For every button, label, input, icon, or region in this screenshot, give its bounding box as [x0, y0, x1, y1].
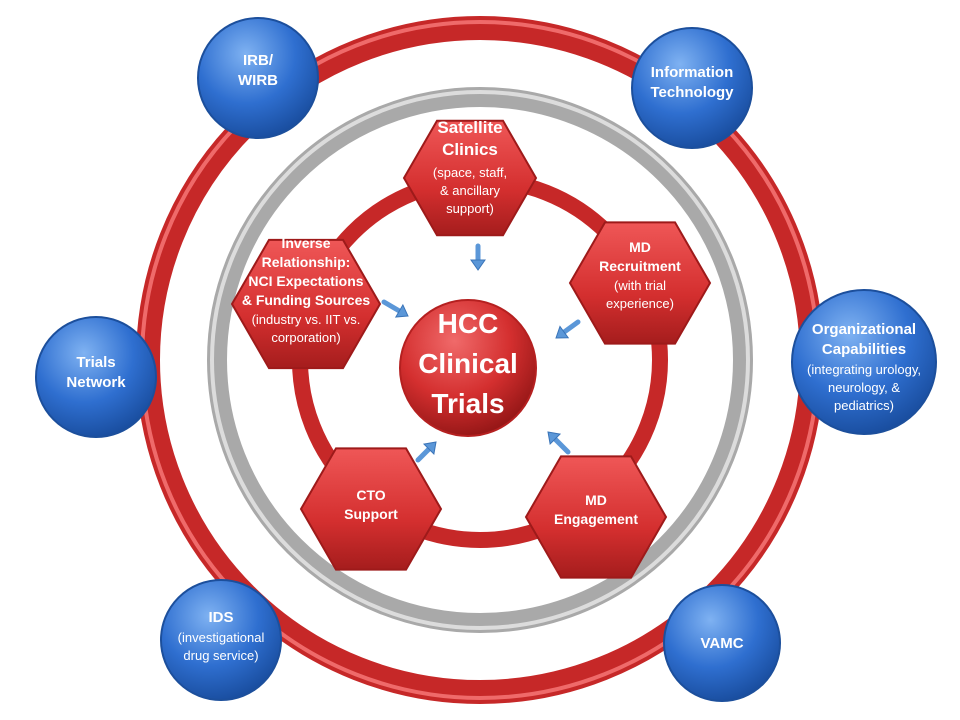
hex-cto-support: CTO Support — [299, 447, 443, 571]
hex-satellite-sub-2: support) — [446, 201, 494, 216]
arrow-group — [381, 243, 581, 463]
circle-irb-shape — [197, 17, 319, 139]
circle-it-shape — [631, 27, 753, 149]
circle-ids: IDS (investigational drug service) — [160, 579, 282, 701]
hex-satellite-sub-1: & ancillary — [440, 183, 500, 198]
arrow-4 — [381, 299, 409, 318]
circle-vamc-title-0: VAMC — [700, 635, 743, 652]
circle-it-title-1: Technology — [650, 84, 734, 101]
hex-satellite-title-1: Clinics — [442, 140, 498, 159]
middle-ring-highlight — [210, 90, 750, 630]
center-line-1: HCC — [438, 308, 499, 339]
hex-satellite-shape — [402, 119, 538, 237]
hex-inverse-shape — [230, 238, 382, 370]
hex-cto-support-title-1: Support — [344, 506, 398, 522]
center-line-3: Trials — [431, 388, 504, 419]
hex-md-recruitment-shape — [568, 221, 712, 345]
circle-ids-shape — [160, 579, 282, 701]
circle-vamc-shape — [663, 584, 781, 702]
circle-trials-title-1: Network — [66, 374, 126, 391]
arrow-1 — [555, 319, 581, 339]
hex-cto-support-shape — [299, 447, 443, 571]
arrow-3 — [415, 441, 437, 463]
hex-md-engagement-title-0: MD — [585, 492, 607, 508]
center-node: HCC Clinical Trials — [399, 299, 537, 437]
hex-md-recruitment-sub-1: experience) — [606, 296, 674, 311]
hex-inverse-title-3: & Funding Sources — [242, 292, 371, 308]
hex-md-engagement-title-1: Engagement — [554, 511, 638, 527]
circle-vamc: VAMC — [663, 584, 781, 702]
circle-irb-title-1: WIRB — [238, 72, 278, 89]
circle-group: IRB/WIRB InformationTechnologyOrganizatio… — [35, 17, 937, 702]
hex-md-recruitment-title-0: MD — [629, 239, 651, 255]
hex-md-engagement: MD Engagement — [524, 455, 668, 579]
circle-ids-sub-0: (investigational — [178, 630, 265, 645]
hex-satellite-title-0: Satellite — [437, 118, 502, 137]
circle-org-shape — [791, 289, 937, 435]
middle-ring — [207, 87, 753, 633]
circle-org-sub-2: pediatrics) — [834, 398, 894, 413]
hex-inverse-title-1: Relationship: — [262, 254, 351, 270]
arrow-2 — [547, 431, 571, 455]
hex-inverse-sub-1: corporation) — [271, 330, 340, 345]
hex-cto-support-title-0: CTO — [356, 487, 385, 503]
circle-ids-sub-1: drug service) — [183, 648, 258, 663]
circle-ids-title-0: IDS — [208, 609, 233, 626]
circle-trials-shape — [35, 316, 157, 438]
circle-it-title-0: Information — [651, 64, 734, 81]
hex-md-recruitment-sub-0: (with trial — [614, 278, 666, 293]
circle-org-title-1: Capabilities — [822, 341, 906, 358]
hex-md-engagement-shape — [524, 455, 668, 579]
center-circle — [399, 299, 537, 437]
center-line-2: Clinical — [418, 348, 518, 379]
hex-inverse-title-2: NCI Expectations — [248, 273, 363, 289]
circle-org-sub-1: neurology, & — [828, 380, 900, 395]
circle-org-sub-0: (integrating urology, — [807, 362, 921, 377]
circle-trials-title-0: Trials — [76, 354, 115, 371]
hex-md-recruitment: MD Recruitment (with trial experience) — [568, 221, 712, 345]
circle-org-title-0: Organizational — [812, 321, 916, 338]
arrow-0 — [470, 243, 486, 271]
hex-md-recruitment-title-1: Recruitment — [599, 258, 681, 274]
hex-inverse-title-0: Inverse — [281, 235, 330, 251]
circle-irb-title-0: IRB/ — [243, 52, 274, 69]
circle-irb: IRB/WIRB — [197, 17, 319, 139]
hex-satellite-sub-0: (space, staff, — [433, 165, 507, 180]
hex-inverse-sub-0: (industry vs. IIT vs. — [252, 312, 361, 327]
